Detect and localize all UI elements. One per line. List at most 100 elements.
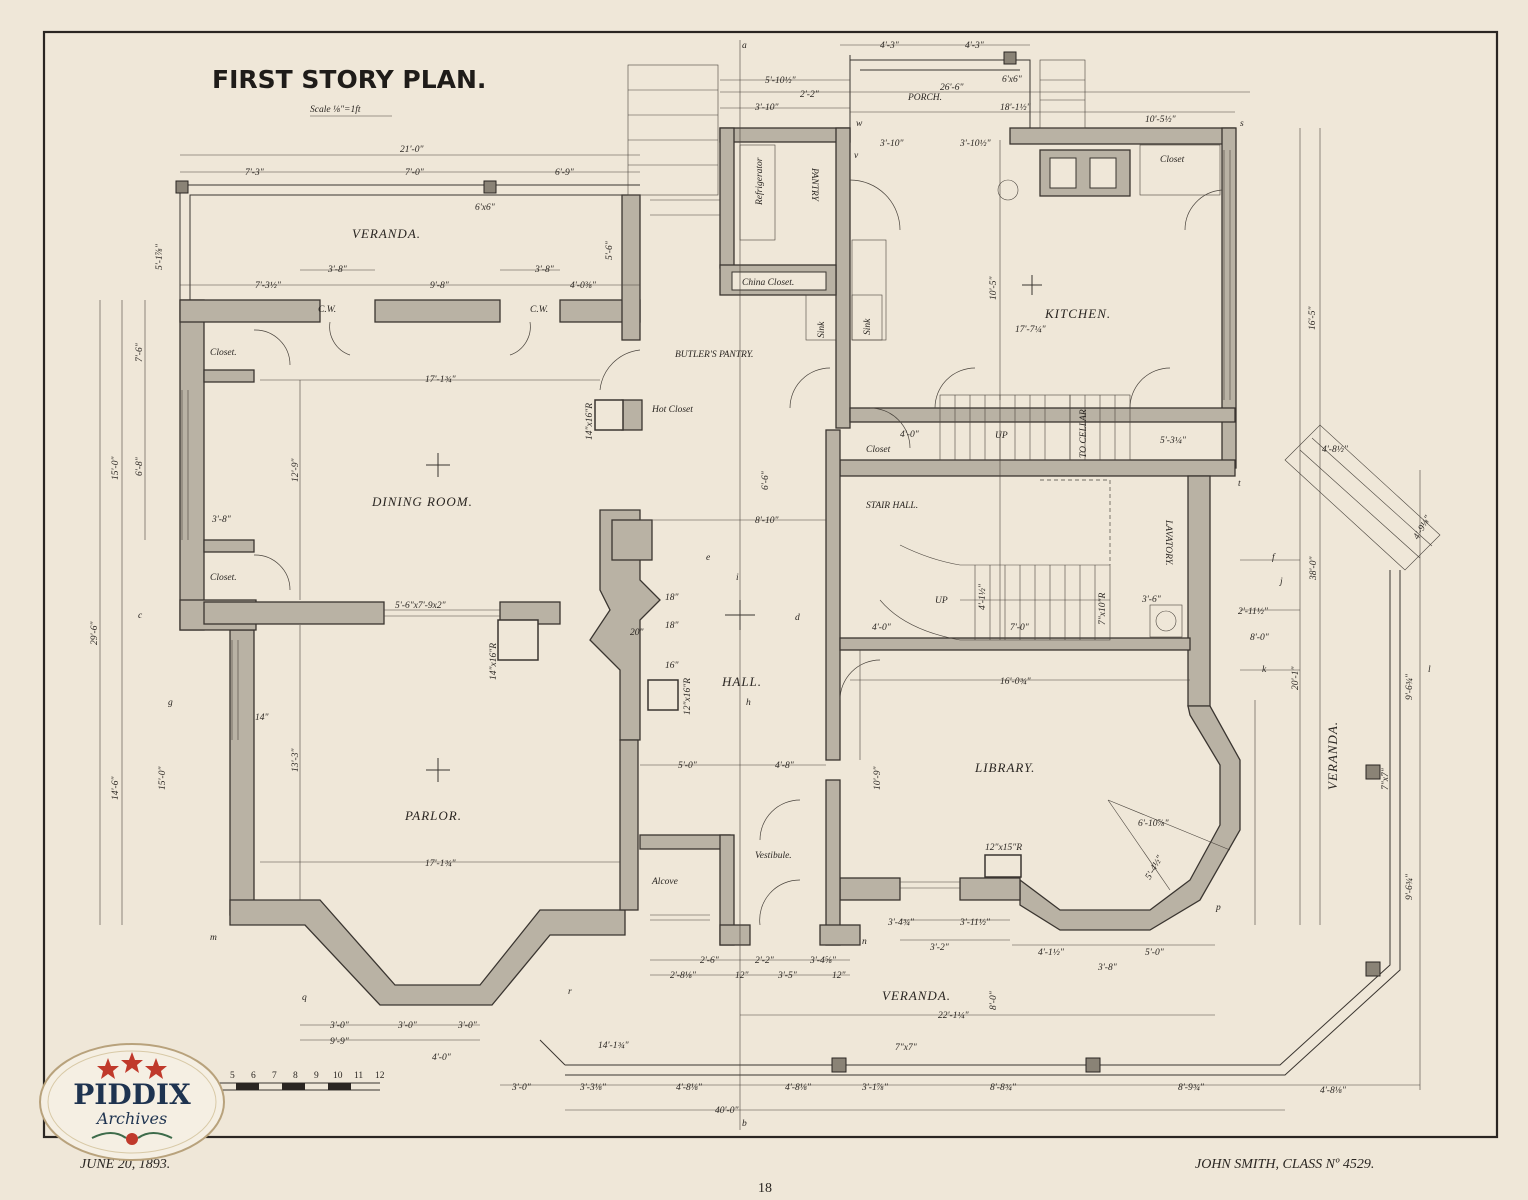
- section-mark: b: [742, 1119, 747, 1129]
- dimension-label: 3'-3⅛": [579, 1083, 607, 1093]
- dimension-label: 7'-0": [1010, 623, 1030, 633]
- dimension-label: 26'-6": [940, 83, 964, 93]
- label-veranda-top: VERANDA.: [352, 226, 421, 241]
- dimension-label: 14'-6": [111, 776, 121, 800]
- section-mark: i: [736, 573, 739, 583]
- piddix-logo: PIDDIX Archives: [39, 1043, 225, 1161]
- dimension-label: 4'-0": [900, 430, 920, 440]
- dimension-label: 2'-2": [755, 956, 775, 966]
- label-pantry: PANTRY: [809, 167, 819, 203]
- dimension-label: 3'-0": [329, 1021, 350, 1031]
- dimension-label: 7'-3": [245, 168, 265, 178]
- dimension-label: 12"x15"R: [985, 843, 1022, 853]
- scale-tick: 10: [333, 1071, 343, 1081]
- scale-tick: 11: [354, 1071, 363, 1081]
- dimension-label: 5'-0": [678, 761, 698, 771]
- dimension-label: 5'-6": [605, 240, 615, 260]
- section-mark: k: [1262, 665, 1267, 675]
- dimension-label: 3'-6": [1141, 595, 1162, 605]
- dimension-label: 5'-0": [1145, 948, 1165, 958]
- label-library: LIBRARY.: [974, 760, 1035, 775]
- dimension-label: 7"x7": [1381, 767, 1391, 790]
- dimension-label: 3'-10": [879, 139, 904, 149]
- scale-tick: 5: [230, 1071, 235, 1081]
- section-mark: l: [1428, 665, 1431, 675]
- label-china-closet: China Closet.: [742, 278, 794, 288]
- dimension-label: 3'-0": [457, 1021, 478, 1031]
- dimension-label: 2'-11½": [1238, 606, 1269, 617]
- section-mark: s: [1240, 119, 1244, 129]
- dimension-label: 14"x16"R: [489, 643, 499, 680]
- dimension-label: 14"x16"R: [585, 403, 595, 440]
- section-marks: a b c d e f g h i j k l m n p q r s t v …: [138, 41, 1431, 1129]
- dimension-label: 6'x6": [1002, 75, 1023, 85]
- logo-sub: Archives: [95, 1109, 167, 1128]
- dimension-label: 8'-8¾": [990, 1082, 1017, 1093]
- section-mark: n: [862, 937, 867, 947]
- scale-tick: 9: [314, 1071, 319, 1081]
- dimension-label: 2'-6": [700, 956, 720, 966]
- dimension-label: 20'-1": [1291, 666, 1301, 690]
- scale-tick: 8: [293, 1071, 298, 1081]
- dimension-label: 7"x7": [895, 1043, 918, 1053]
- dimension-label: 7'-6": [135, 342, 145, 362]
- dimension-label: 3'-0": [397, 1021, 418, 1031]
- plan-signature: JOHN SMITH, CLASS Nº 4529.: [1195, 1157, 1374, 1172]
- dimension-label: 3'-10": [754, 103, 779, 113]
- label-cw-b: C.W.: [530, 305, 548, 315]
- dimension-label: 4'-3": [880, 41, 900, 51]
- dimension-label: 4'-1½": [977, 583, 988, 610]
- dimension-label: 4'-9⅛": [1412, 513, 1434, 541]
- door-swings: [253, 179, 1223, 926]
- dimension-label: 3'-2": [929, 943, 950, 953]
- section-mark: q: [302, 993, 307, 1003]
- label-porch: PORCH.: [907, 93, 942, 103]
- dimension-label: 22'-1¼": [938, 1010, 970, 1021]
- kitchen-fixtures: [739, 144, 1221, 341]
- dimension-label: 3'-11½": [959, 917, 991, 928]
- dimension-label: 16'-0¾": [1000, 676, 1032, 687]
- dimension-label: 4'-0⅜": [570, 281, 597, 291]
- section-mark: r: [568, 987, 572, 997]
- label-butlers-pantry: BUTLER'S PANTRY.: [675, 350, 754, 360]
- dimension-label: 5'-6"x7'-9x2": [395, 601, 447, 611]
- dimension-label: 38'-0": [1309, 556, 1319, 581]
- dimension-label: 6'x6": [475, 203, 496, 213]
- dimension-label: 4'-8⅛": [1320, 1086, 1347, 1096]
- label-veranda-bottom: VERANDA.: [882, 988, 951, 1003]
- label-lavatory: LAVATORY.: [1163, 519, 1173, 566]
- dimension-label: 18": [665, 593, 680, 603]
- scale-tick: 7: [272, 1071, 277, 1081]
- section-mark: a: [742, 41, 747, 51]
- dimension-label: 3'-4⅝": [809, 956, 837, 966]
- dimension-label: 9'-6¾": [1404, 873, 1415, 900]
- dimension-label: 6'-10⅞": [1138, 819, 1170, 829]
- label-closet-mid: Closet.: [210, 573, 237, 583]
- section-mark: j: [1278, 577, 1283, 587]
- dimension-lines: [99, 40, 1421, 1130]
- dimension-label: 3'-8": [534, 265, 555, 275]
- dimension-label: 12": [735, 971, 750, 981]
- dimension-label: 13'-3": [291, 748, 301, 772]
- plan-scale: Scale ⅛"=1ft: [310, 104, 361, 115]
- windows: [181, 150, 1231, 921]
- dimension-label: 10'-9": [873, 766, 883, 790]
- dimension-label: 8'-0": [989, 990, 999, 1010]
- section-mark: t: [1238, 479, 1241, 489]
- dimension-label: 17'-1¾": [425, 374, 457, 385]
- dimension-label: 16": [665, 661, 680, 671]
- label-refrigerator: Refrigerator: [754, 157, 765, 206]
- plan-title: FIRST STORY PLAN.: [212, 65, 486, 94]
- dimension-label: 8'-9¾": [1178, 1082, 1205, 1093]
- dimension-label: 12"x16"R: [683, 678, 693, 715]
- dimension-label: 17'-7¼": [1015, 324, 1047, 335]
- label-alcove: Alcove: [651, 877, 678, 887]
- label-up-b: UP: [935, 596, 948, 606]
- dimension-label: 3'-8": [327, 265, 348, 275]
- label-vestibule: Vestibule.: [755, 851, 792, 861]
- dimension-label: 7'-3½": [255, 280, 282, 291]
- dimension-label: 5'-1⅞": [155, 243, 165, 270]
- dimension-label: 2'-8⅛": [670, 971, 697, 981]
- dimension-label: 3'-0": [511, 1083, 532, 1093]
- label-to-cellar: TO CELLAR: [1079, 409, 1089, 458]
